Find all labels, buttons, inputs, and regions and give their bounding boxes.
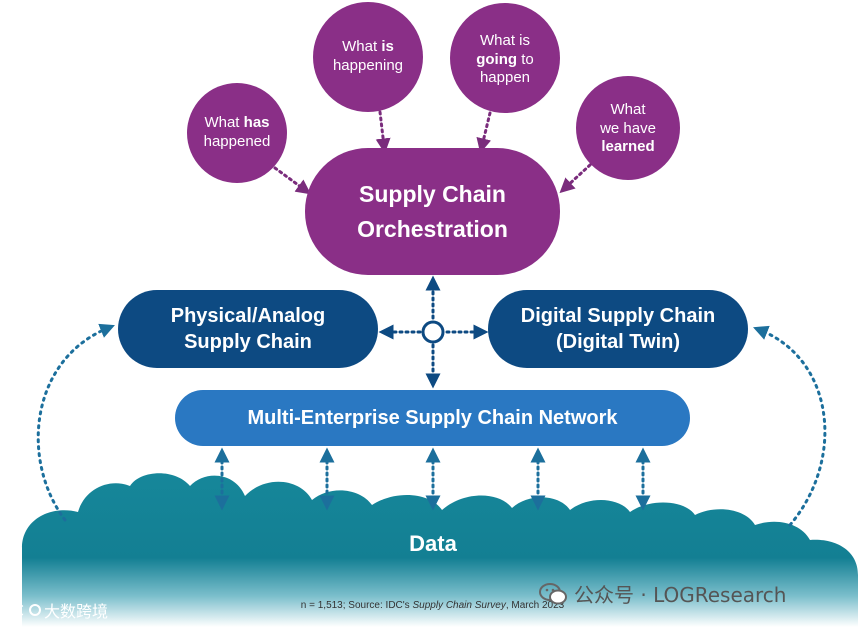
arrow-has-happened [273,166,312,195]
left-loop-arrow [36,323,115,522]
data-cloud [22,473,858,627]
hub-label: Supply Chain Orchestration [357,181,508,242]
right-loop-arrow [753,325,827,527]
question-is-happening: What is happening [332,38,404,74]
wechat-icon [539,582,567,604]
question-circle-going-to-happen [450,3,560,113]
watermark-left: IC 大数跨境 [8,601,109,621]
watermark-logo-icon: IC [8,601,41,620]
question-has-happened: What has happened [203,114,271,150]
arrow-learned [559,163,592,194]
orchestration-hub [305,148,560,275]
network-data-arrows [214,447,651,511]
data-label: Data [409,531,457,557]
physical-supply-chain-box [118,290,378,368]
digital-supply-chain-box [488,290,748,368]
network-label: Multi-Enterprise Supply Chain Network [247,406,618,429]
arrow-is-happening [375,110,391,154]
digital-label: Digital Supply Chain (Digital Twin) [520,305,716,353]
svg-text:IC: IC [8,601,24,620]
arrow-going-to-happen [476,111,492,154]
footnote: n = 1,513; Source: IDC's Supply Chain Su… [300,600,565,611]
question-circle-is-happening [313,2,423,112]
question-circle-has-happened [187,83,287,183]
question-circle-learned [576,76,680,180]
network-bar [175,390,690,446]
question-going-to-happen: What is going to happen [476,31,534,87]
physical-label: Physical/Analog Supply Chain [170,305,326,353]
watermark-right: 公众号 · LOGResearch [538,579,786,608]
central-node [421,320,445,344]
question-learned: What we have learned [600,100,656,156]
